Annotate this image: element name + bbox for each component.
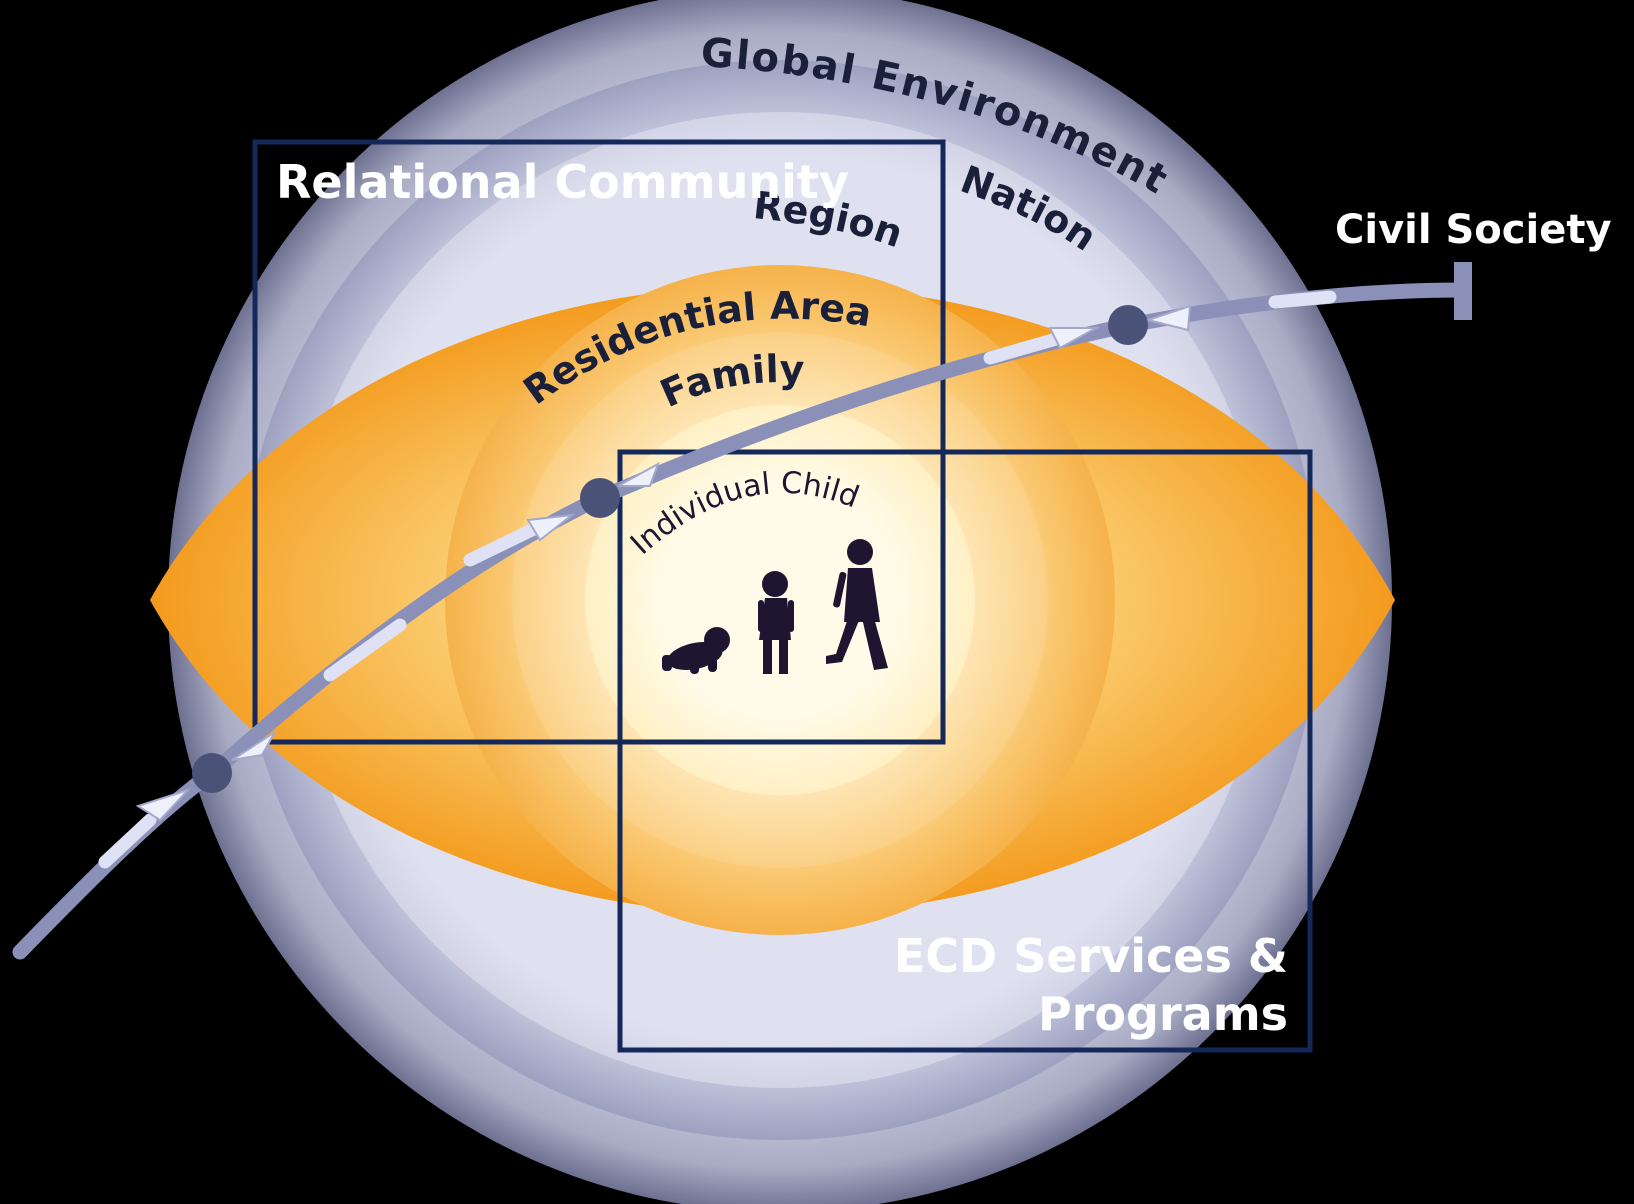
ecd-services-label-line2: Programs [1038,987,1288,1041]
ecd-services-label-line1: ECD Services & [894,929,1288,983]
trajectory-highlight [98,290,1337,869]
standing-toddler-icon [758,571,794,674]
arrow-head-1 [135,787,192,822]
crawling-baby-icon [662,627,730,674]
ecd-services-box [617,449,1313,1053]
civil-society-label: Civil Society [1335,207,1612,253]
walking-child-icon [826,539,888,670]
arrow-head-5 [1048,327,1100,350]
arrow-head-3 [526,513,576,542]
arrow-head-2 [231,731,276,761]
arrow-heads [135,304,1192,822]
trajectory-node-middle [580,478,620,518]
relational-community-label: Relational Community [276,155,849,209]
arrow-head-4 [617,461,660,487]
trajectory-node-inner [1108,305,1148,345]
relational-community-box [252,139,946,745]
arrow-head-6 [1144,304,1192,332]
trajectory-node-outer [192,753,232,793]
